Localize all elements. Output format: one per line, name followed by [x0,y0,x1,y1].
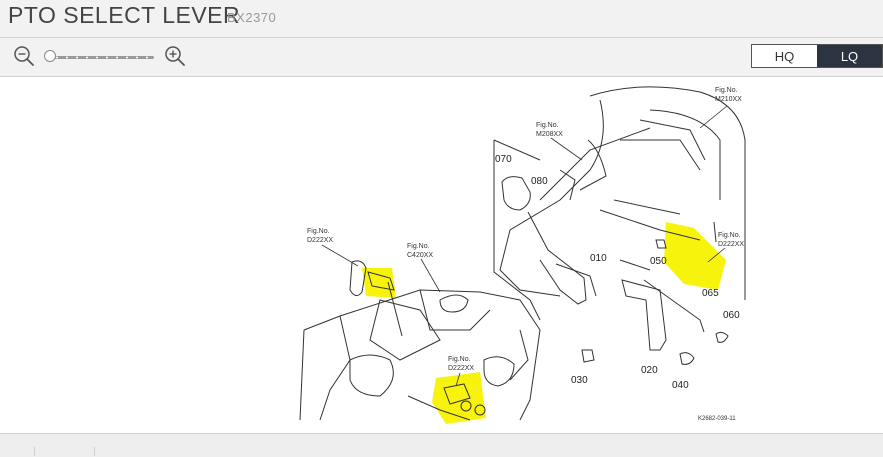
callout-d222-bottom-line1: Fig.No. [448,356,471,363]
exploded-view-drawing: Fig.No. M210XX Fig.No. M208XX Fig.No. D2… [299,86,746,424]
part-number-030[interactable]: 030 [571,375,588,386]
model-number: BX2370 [227,10,277,25]
callout-m210-line1: Fig.No. [715,87,738,94]
part-number-020[interactable]: 020 [641,365,658,376]
callout-d222-bottom-line2: D222XX [448,365,474,372]
page-title: PTO SELECT LEVER [8,2,241,28]
callout-c420-line1: Fig.No. [407,243,430,250]
part-number-010[interactable]: 010 [590,253,607,264]
footer-divider [34,447,35,456]
zoom-slider-handle[interactable] [44,50,56,62]
part-number-080[interactable]: 080 [531,176,548,187]
parts-diagram[interactable]: Fig.No. M210XX Fig.No. M208XX Fig.No. D2… [0,77,883,432]
lq-button[interactable]: LQ [817,45,882,67]
page-header: PTO SELECT LEVER BX2370 [0,0,883,38]
callout-m208-line1: Fig.No. [536,122,559,129]
part-number-040[interactable]: 040 [672,380,689,391]
callout-c420-line2: C420XX [407,252,433,259]
quality-toggle: HQ LQ [751,44,883,68]
footer-divider [94,447,95,456]
drawing-code: K2682-039-11 [698,416,736,422]
callout-d222-left-line1: Fig.No. [307,228,330,235]
part-number-065[interactable]: 065 [702,288,719,299]
diagram-toolbar: HQ LQ [0,38,883,77]
callout-m210-line2: M210XX [715,96,742,103]
part-number-070[interactable]: 070 [495,154,512,165]
page-footer [0,433,883,457]
hq-button[interactable]: HQ [752,45,817,67]
callout-d222-left-line2: D222XX [307,237,333,244]
part-number-050[interactable]: 050 [650,256,667,267]
callout-d222-right-line2: D222XX [718,241,744,248]
part-number-060[interactable]: 060 [723,310,740,321]
zoom-slider-track[interactable] [52,56,154,59]
zoom-out-icon[interactable] [13,45,35,67]
zoom-in-icon[interactable] [164,45,186,67]
leader-lines [321,105,728,387]
highlight-marks [362,222,726,424]
callout-d222-right-line1: Fig.No. [718,232,741,239]
callout-m208-line2: M208XX [536,131,563,138]
diagram-lines [299,86,746,421]
